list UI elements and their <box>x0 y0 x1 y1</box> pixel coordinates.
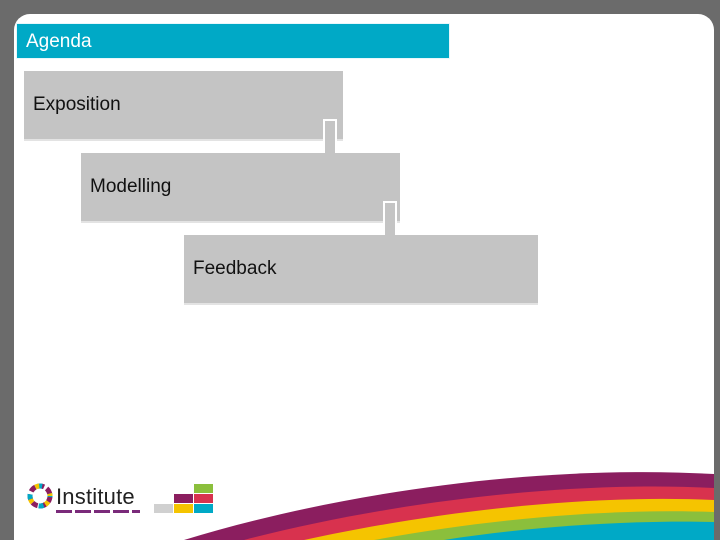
step-exposition: Exposition <box>24 71 343 141</box>
step-modelling: Modelling <box>81 153 400 223</box>
step-label: Feedback <box>193 258 277 279</box>
color-grid-logo-icon <box>154 484 213 513</box>
step-label: Exposition <box>33 94 121 115</box>
slide: Agenda Exposition Modelling Feedback Ins… <box>14 14 714 540</box>
institute-logo-icon <box>27 483 53 509</box>
footer-wave <box>184 472 714 540</box>
logo-text: Institute <box>56 484 135 509</box>
title-bar: Agenda <box>16 23 450 59</box>
slide-title: Agenda <box>26 31 92 52</box>
step-feedback: Feedback <box>184 235 538 305</box>
step-label: Modelling <box>90 176 172 197</box>
logo-underline <box>56 510 140 513</box>
